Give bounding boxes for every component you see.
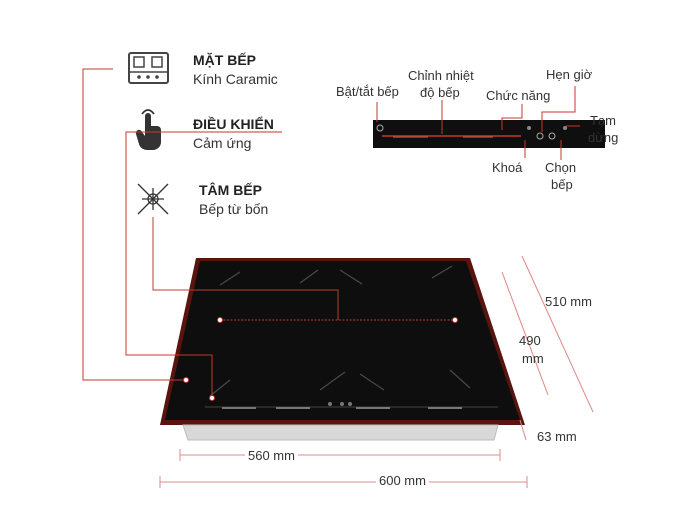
dim-depth-inner-1: 490 bbox=[519, 333, 541, 348]
label-pause-1: Tạm bbox=[590, 113, 616, 128]
label-lock: Khoá bbox=[492, 160, 523, 175]
dim-depth-inner-2: mm bbox=[522, 351, 544, 366]
feature-title-tam-bep: TÂM BẾP bbox=[199, 182, 262, 198]
hob-control-dots bbox=[222, 402, 462, 409]
hob-glass-surface bbox=[165, 261, 520, 420]
label-pause-2: dừng bbox=[588, 130, 619, 145]
label-select-2: bếp bbox=[551, 177, 573, 192]
leader-lines bbox=[82, 68, 580, 398]
label-function: Chức năng bbox=[486, 88, 551, 103]
feature-title-mat-bep: MẶT BẾP bbox=[193, 52, 256, 68]
hob-top-icon bbox=[128, 52, 169, 84]
dim-width-inner: 560 mm bbox=[245, 448, 298, 463]
label-power: Bật/tắt bếp bbox=[336, 84, 399, 99]
feature-subtitle-dieu-khien: Cảm ứng bbox=[193, 135, 252, 151]
label-temp-1: Chỉnh nhiệt bbox=[408, 68, 474, 83]
feature-subtitle-mat-bep: Kính Caramic bbox=[193, 71, 278, 87]
control-panel-strip bbox=[373, 120, 605, 148]
hob-bottom-edge bbox=[182, 424, 499, 441]
touch-hand-icon bbox=[135, 109, 161, 151]
cooking-zone-marks bbox=[209, 265, 471, 397]
label-select-1: Chọn bbox=[545, 160, 577, 175]
dimension-lines bbox=[159, 255, 594, 488]
dim-depth-outer: 510 mm bbox=[545, 294, 592, 309]
induction-zone-icon bbox=[137, 183, 169, 215]
feature-subtitle-tam-bep: Bếp từ bốn bbox=[199, 201, 269, 217]
dim-height: 63 mm bbox=[537, 429, 577, 444]
feature-title-dieu-khien: ĐIỀU KHIỂN bbox=[193, 116, 274, 132]
label-temp-2: độ bếp bbox=[420, 85, 460, 100]
dim-width-outer: 600 mm bbox=[376, 473, 429, 488]
label-timer: Hẹn giờ bbox=[546, 67, 593, 82]
